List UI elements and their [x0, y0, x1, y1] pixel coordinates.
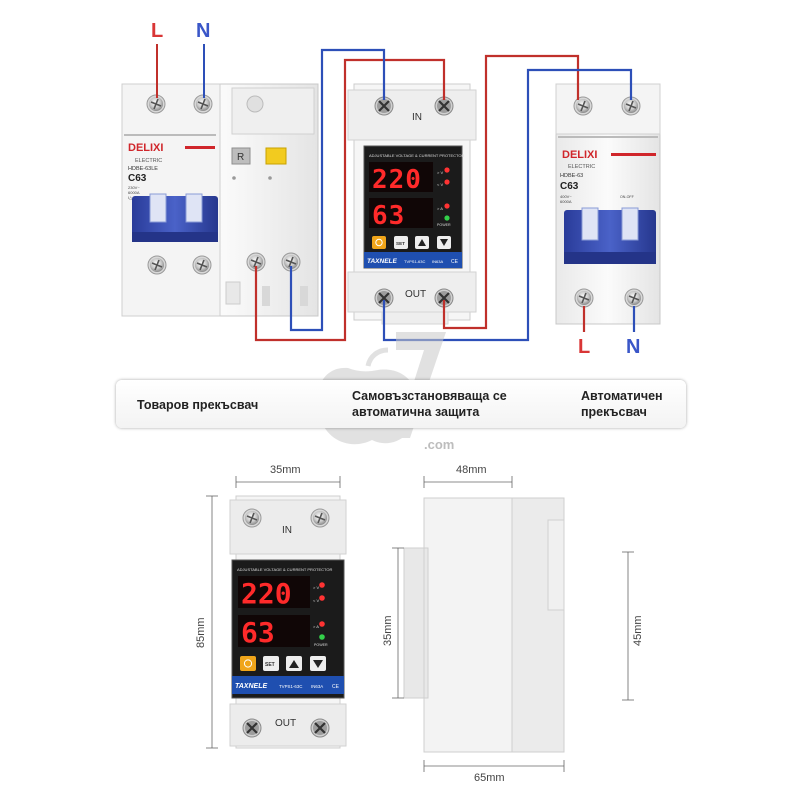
left-sub: ELECTRIC — [135, 158, 162, 164]
front-power-button[interactable] — [240, 656, 256, 671]
left-output-screw-1 — [147, 255, 167, 275]
side-view — [403, 497, 565, 753]
left-spec-1: 230V~ — [128, 185, 140, 190]
left-rating: C63 — [128, 173, 147, 184]
front-out-screw-2 — [309, 717, 331, 739]
right-brand: DELIXI — [562, 149, 597, 161]
front-brand: TAXNELE — [235, 683, 267, 690]
protector-ce: CE — [451, 259, 459, 265]
caption-center-2: автоматична защита — [352, 405, 480, 419]
protector-in-label: IN — [412, 112, 422, 123]
voltage-display: 220 — [372, 165, 422, 195]
wire-protector-to-breaker-l — [442, 54, 580, 330]
protector-out-label: OUT — [405, 289, 426, 300]
right-spec-1: 400V~ — [560, 194, 572, 199]
left-rcbo: DELIXI ELECTRIC HDBE-63LE C63 230V~ 6000… — [121, 83, 319, 317]
front-out-screw-1 — [241, 717, 263, 739]
right-spec-2: 6000A — [560, 199, 572, 204]
output-l-label: L — [578, 336, 590, 358]
set-label: SET — [396, 241, 405, 246]
caption-right-2: прекъсвач — [581, 405, 647, 419]
front-in-screw-1 — [242, 508, 262, 528]
wire-rcbo-to-protector-l — [254, 58, 446, 342]
a-label: > A — [437, 206, 443, 211]
dim-side-top: 48mm — [456, 464, 487, 476]
current-display: 63 — [372, 201, 405, 231]
right-breaker: DELIXI ELECTRIC HDBE-63 C63 400V~ 6000A … — [555, 83, 661, 325]
front-power-label: POWER — [314, 643, 328, 647]
protector-cert: IN63A — [432, 259, 443, 264]
dimension-lines — [206, 476, 634, 772]
reset-button[interactable] — [231, 147, 251, 165]
front-cert: IN63A — [311, 684, 323, 689]
left-brand: DELIXI — [128, 142, 163, 154]
front-set-label: SET — [265, 662, 275, 668]
dim-side-bottom: 65mm — [474, 772, 505, 784]
right-output-screw-n — [624, 288, 644, 308]
protector-model: TVPS1-63C — [404, 259, 425, 264]
front-in-label: IN — [282, 525, 292, 536]
front-header: ADJUSTABLE VOLTAGE & CURRENT PROTECTOR — [237, 567, 333, 572]
front-a-label: > A — [313, 624, 319, 629]
caption-right-1: Автоматичен — [581, 389, 663, 403]
front-in-screw-2 — [310, 508, 330, 528]
dim-side-inner: 35mm — [382, 615, 394, 646]
dim-front-width: 35mm — [270, 464, 301, 476]
left-output-screw-2 — [192, 255, 212, 275]
test-button[interactable] — [265, 147, 287, 165]
right-state: ON-OFF — [620, 195, 635, 199]
wire-protector-to-breaker-n — [382, 68, 633, 342]
caption-center-1: Самовъзстановяваща се — [352, 389, 507, 403]
reset-label: R — [237, 152, 244, 163]
front-out-label: OUT — [275, 718, 296, 729]
left-spec-2: 6000A — [128, 190, 140, 195]
right-sub: ELECTRIC — [568, 164, 595, 170]
caption-bar — [116, 380, 686, 428]
dim-front-height: 85mm — [195, 617, 207, 648]
wiring — [254, 48, 636, 342]
v-low-label: < V — [437, 182, 443, 187]
input-l-label: L — [151, 20, 163, 42]
input-n-label: N — [196, 20, 210, 42]
caption-left: Товаров прекъсвач — [137, 398, 259, 412]
front-current-display: 63 — [241, 616, 275, 649]
power-button[interactable] — [372, 236, 386, 249]
right-output-screw-l — [574, 288, 594, 308]
front-voltage-display: 220 — [241, 577, 292, 610]
watermark-number: 7 — [398, 326, 454, 446]
right-model: HDBE-63 — [560, 173, 583, 179]
protector-brand: TAXNELE — [367, 258, 398, 265]
protector-top: IN ADJUSTABLE VOLTAGE & CURRENT PROTECTO… — [347, 83, 477, 325]
dim-side-right: 45mm — [632, 615, 644, 646]
front-v-high: > V — [313, 585, 319, 590]
power-label: POWER — [437, 223, 451, 227]
set-button[interactable] — [394, 236, 408, 249]
wire-rcbo-to-protector-n — [289, 48, 386, 332]
output-n-label: N — [626, 336, 640, 358]
left-model: HDBE-63LE — [128, 166, 158, 172]
watermark-suffix: .com — [424, 437, 454, 452]
right-rating: C63 — [560, 181, 579, 192]
protector-header: ADJUSTABLE VOLTAGE & CURRENT PROTECTOR — [369, 153, 465, 158]
right-input-screw-l — [573, 96, 593, 116]
front-set-button[interactable] — [263, 656, 279, 671]
front-view: IN ADJUSTABLE VOLTAGE & CURRENT PROTECTO… — [229, 495, 347, 749]
front-v-low: < V — [313, 598, 319, 603]
front-model: TVPS1-63C — [279, 684, 302, 689]
front-ce: CE — [332, 684, 340, 690]
v-high-label: > V — [437, 170, 443, 175]
